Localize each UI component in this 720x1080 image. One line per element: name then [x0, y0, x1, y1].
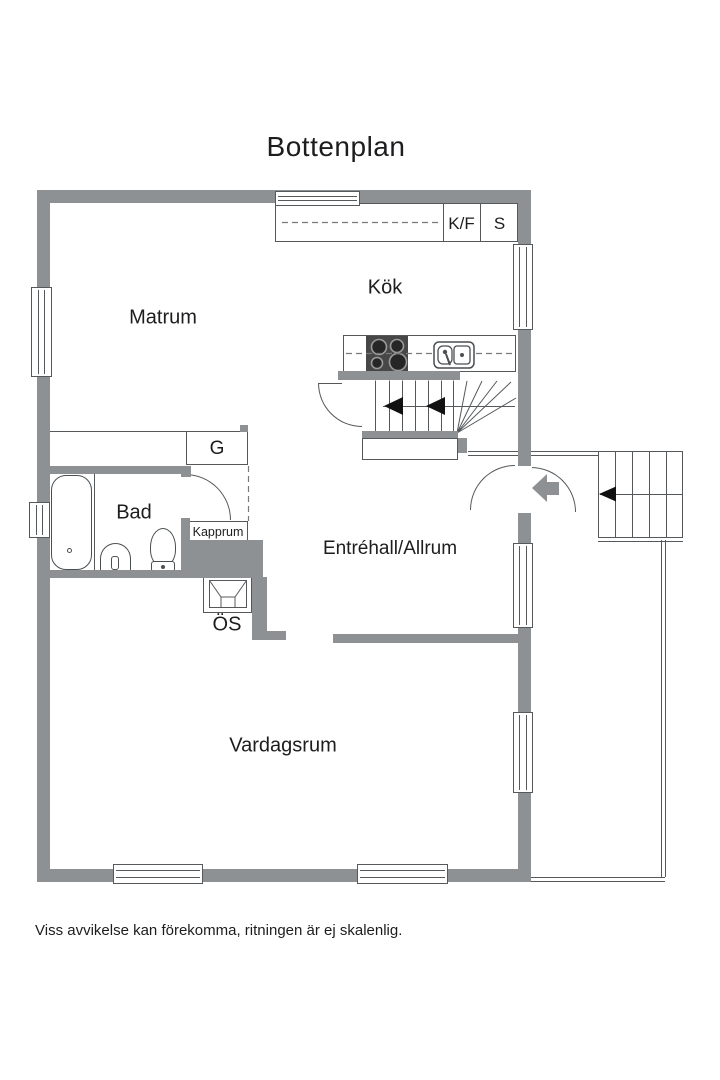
room-label-bad: Bad: [116, 501, 152, 524]
chimney-side: [252, 577, 267, 640]
wall-understair-stub: [458, 438, 467, 453]
window-top-kitchen: [275, 191, 360, 206]
wall-bathroom-door-stub: [181, 466, 191, 477]
window-pane: [37, 290, 46, 374]
window-bottom-right: [357, 864, 448, 884]
bathtub: [51, 475, 92, 570]
entry-arrow-head: [532, 474, 547, 502]
interior-stairs: [375, 380, 517, 434]
fireplace-symbol-icon: [209, 580, 247, 608]
room-label-matrum: Matrum: [129, 306, 197, 329]
window-right-kitchen: [513, 244, 533, 330]
terrace-outline: [531, 540, 666, 882]
page-title: Bottenplan: [266, 131, 406, 162]
stove-burners-icon: [370, 338, 408, 372]
wall-bottom: [37, 869, 531, 882]
cabinet-divider: [443, 204, 444, 241]
bathtub-partition-line: [94, 473, 95, 570]
window-left-matrum: [31, 287, 52, 377]
wall-hall-livingroom: [333, 634, 531, 643]
cabinet-divider: [480, 204, 481, 241]
exterior-stairs: [598, 451, 683, 542]
window-pane: [519, 715, 527, 790]
toilet-bowl: [150, 528, 176, 566]
window-pane: [116, 870, 200, 878]
wall-understair: [362, 431, 458, 438]
window-pane: [519, 546, 527, 625]
room-label-vardagsrum: Vardagsrum: [229, 734, 337, 757]
entry-arrow-tail: [547, 481, 559, 495]
window-left-bathroom: [29, 502, 50, 538]
wall-under-counter: [338, 371, 460, 380]
room-label-kok: Kök: [367, 276, 403, 299]
entry-door-opening: [517, 466, 532, 513]
window-pane: [278, 195, 357, 202]
chimney-block: [182, 540, 263, 577]
wall-bathroom-top: [37, 466, 190, 474]
chimney-foot: [252, 631, 286, 640]
kapprum-label: Kapprum: [192, 525, 244, 539]
pantry-label: S: [493, 214, 506, 233]
room-label-entrehall: Entréhall/Allrum: [322, 538, 458, 559]
window-pane: [35, 505, 44, 535]
fireplace-label: ÖS: [212, 613, 242, 636]
wardrobe-g-label: G: [209, 438, 225, 459]
window-pane: [519, 247, 527, 327]
window-right-hall: [513, 543, 533, 628]
window-pane: [360, 870, 445, 878]
wall-bathroom-bottom: [37, 570, 263, 578]
toilet-flush-icon: [161, 565, 165, 569]
fridge-freezer-label: K/F: [448, 214, 475, 233]
dashed-lines: [247, 221, 514, 521]
understair-closet: [362, 438, 458, 460]
disclaimer-text: Viss avvikelse kan förekomma, ritningen …: [35, 922, 403, 939]
wall-wardrobe-stub: [240, 425, 248, 432]
entry-arrow-icon: [532, 474, 559, 502]
kitchen-sink: [433, 341, 475, 369]
window-right-livingroom: [513, 712, 533, 793]
entry-landing-lines: [468, 451, 598, 456]
window-bottom-left: [113, 864, 203, 884]
bathroom-sink-pedestal: [111, 556, 119, 570]
wall-right: [518, 190, 531, 882]
closet-row-line: [50, 431, 248, 432]
bathtub-drain-icon: [67, 548, 72, 553]
